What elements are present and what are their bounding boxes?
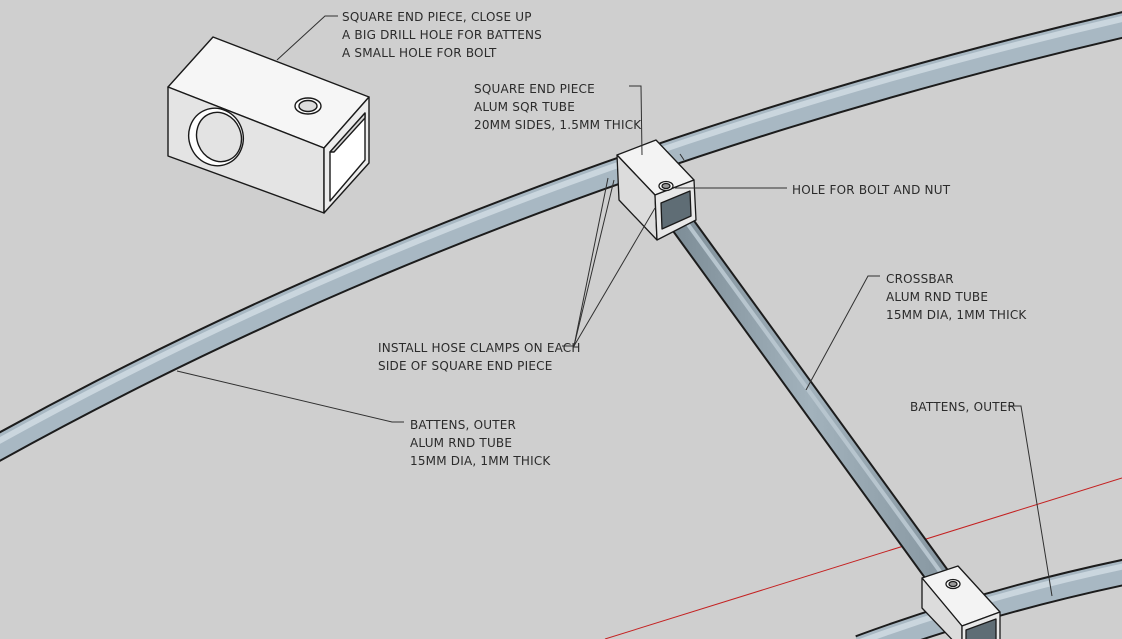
red-axis-line <box>604 477 1122 639</box>
crossbar-tube <box>661 202 959 598</box>
leader-battens-left <box>176 370 404 423</box>
square-end-piece-label: SQUARE END PIECE ALUM SQR TUBE 20MM SIDE… <box>474 82 642 132</box>
leader-closeup <box>276 15 338 61</box>
leader-crossbar <box>805 275 880 391</box>
battens-outer-left-label: BATTENS, OUTER ALUM RND TUBE 15MM DIA, 1… <box>410 418 551 468</box>
leader-hose-clamp-3 <box>573 207 656 347</box>
bolt-hole-label: HOLE FOR BOLT AND NUT <box>792 183 951 197</box>
leader-bolt-tick <box>679 153 685 161</box>
square-end-piece <box>616 139 697 241</box>
leader-lines <box>176 15 1053 597</box>
lower-square-end-piece <box>921 565 1001 639</box>
leader-square-end <box>629 85 643 156</box>
leader-battens-right <box>1008 405 1053 597</box>
battens-outer-right-label: BATTENS, OUTER <box>910 400 1017 414</box>
hose-clamp-label: INSTALL HOSE CLAMPS ON EACH SIDE OF SQUA… <box>378 341 581 373</box>
outer-batten-tube <box>0 11 1122 462</box>
crossbar-label: CROSSBAR ALUM RND TUBE 15MM DIA, 1MM THI… <box>886 272 1027 322</box>
leader-hose-clamp-2 <box>573 177 609 347</box>
closeup-square-end-piece <box>167 36 370 214</box>
closeup-label: SQUARE END PIECE, CLOSE UP A BIG DRILL H… <box>342 10 542 60</box>
leader-hose-clamp <box>562 179 615 347</box>
